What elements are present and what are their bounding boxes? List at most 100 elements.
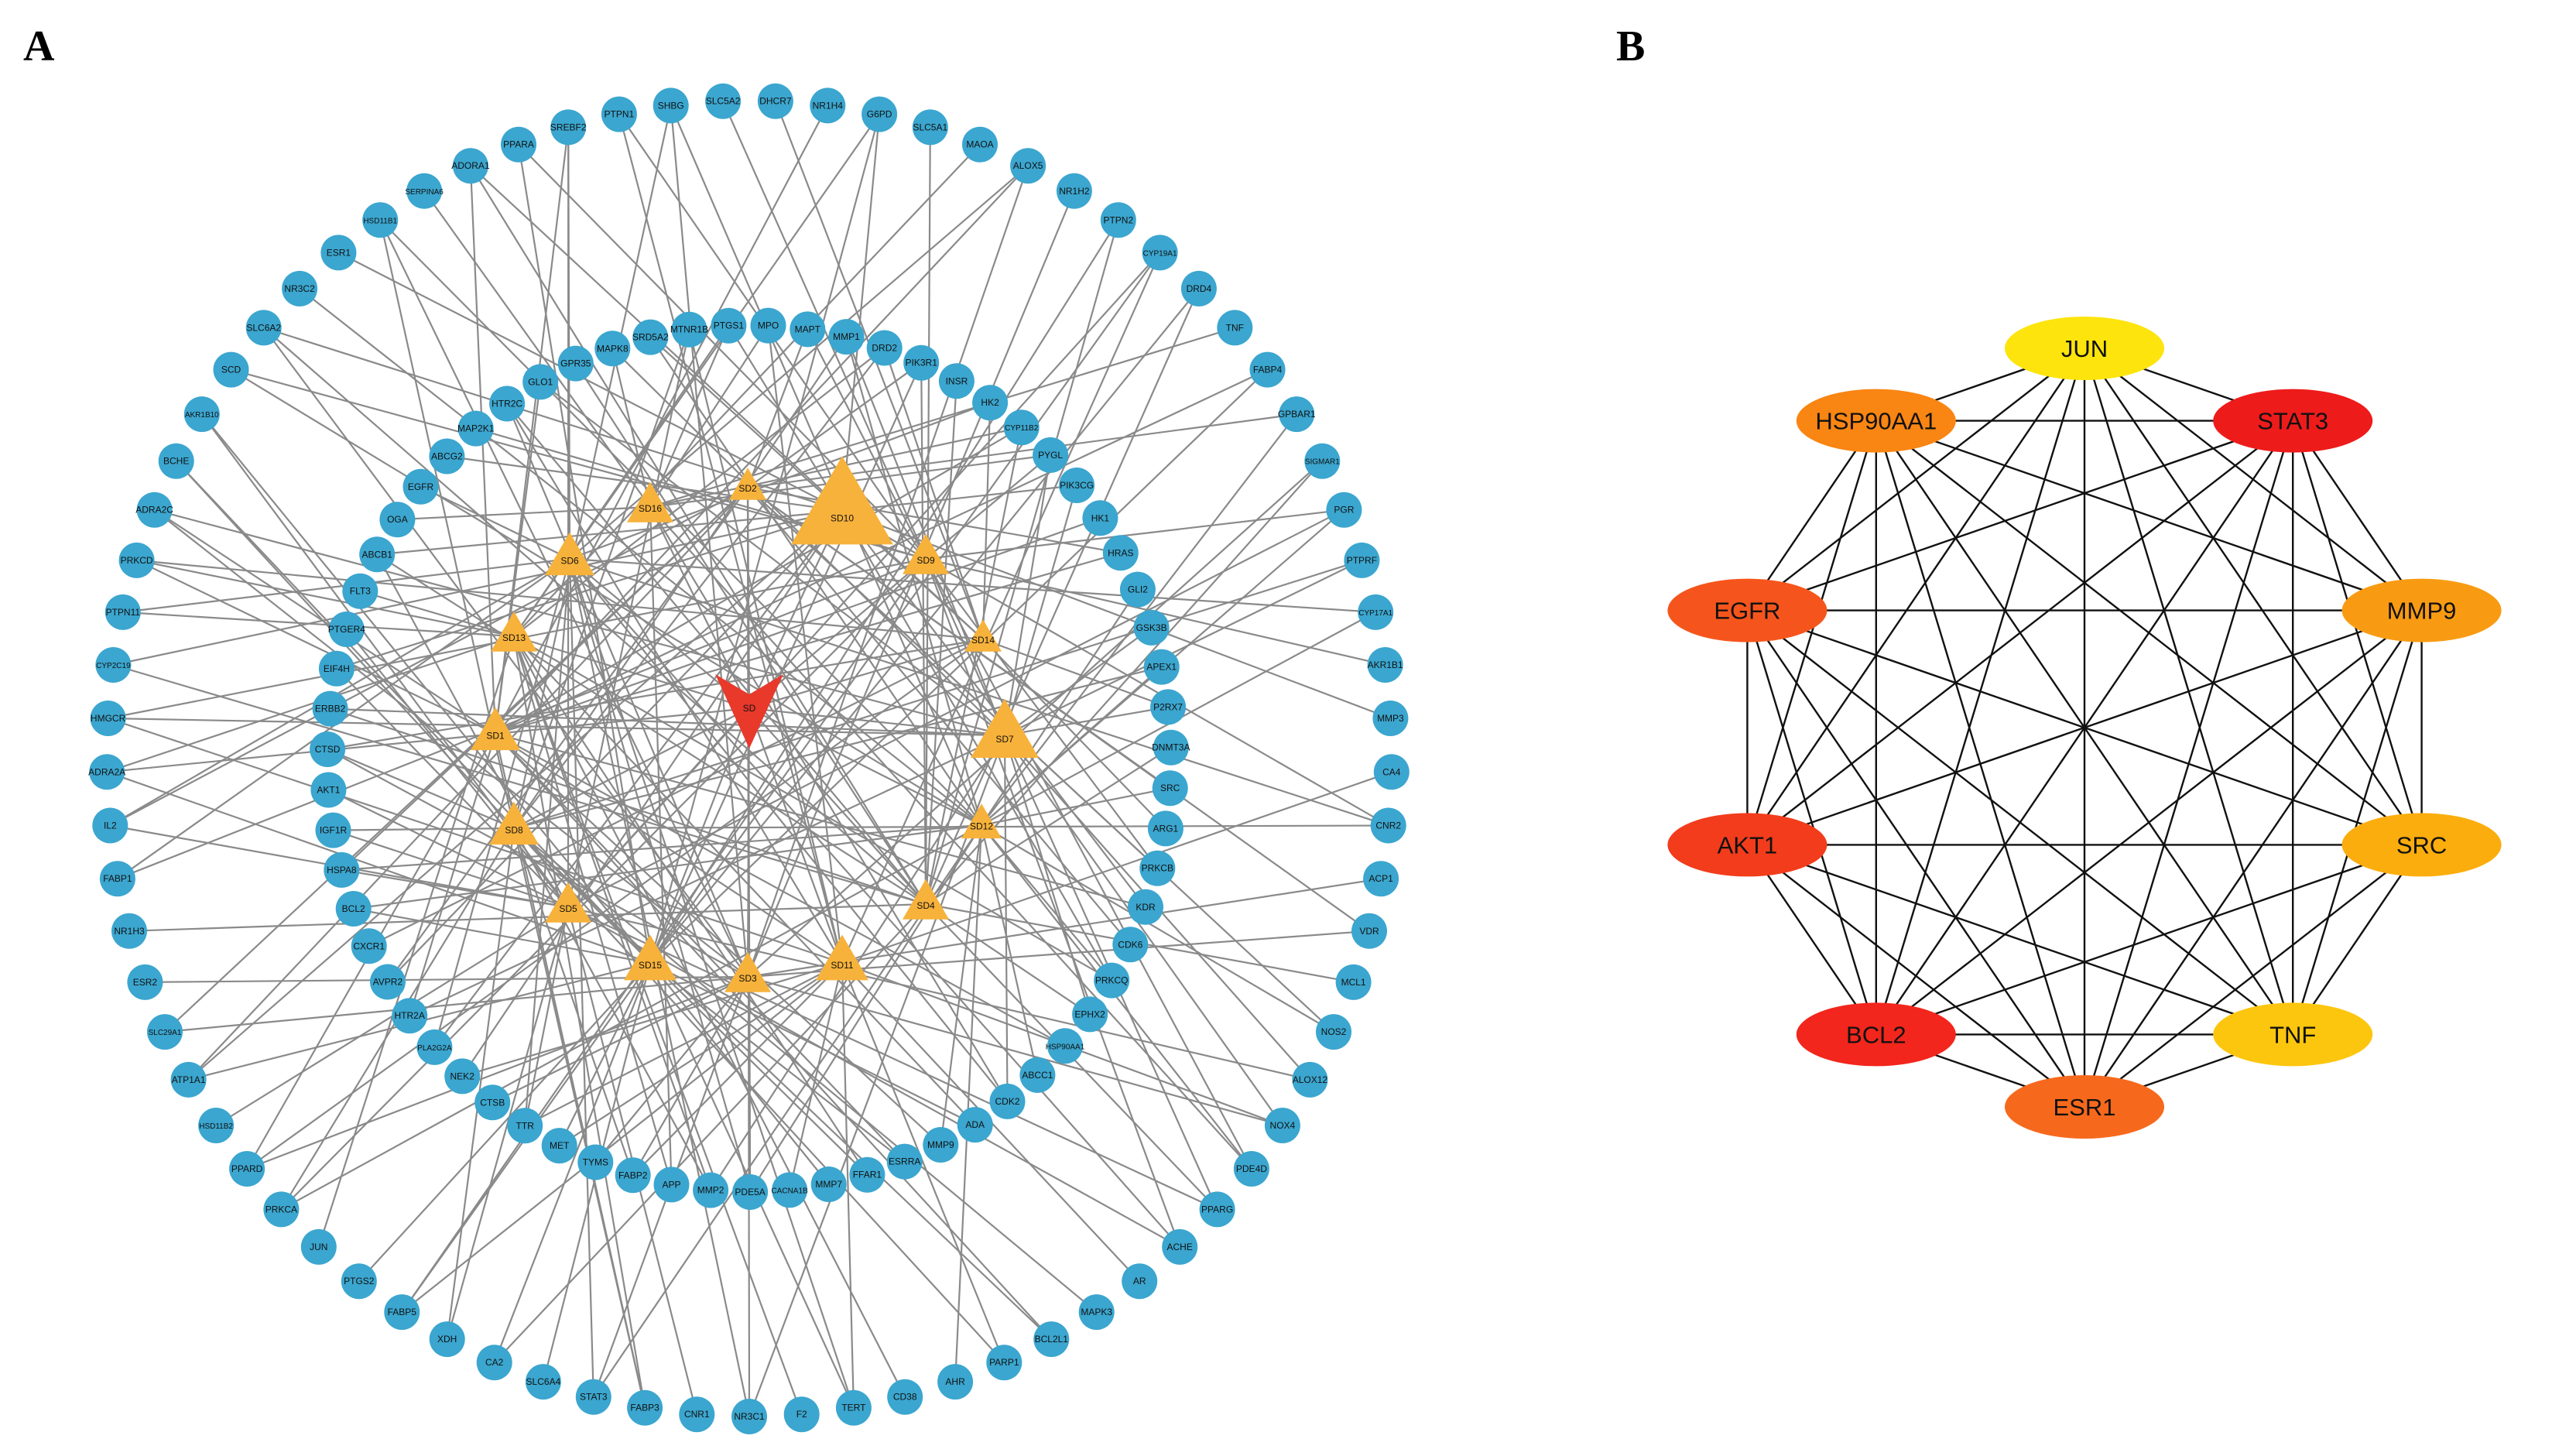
compound-target-edge — [940, 824, 983, 1146]
target-label: CYP11B2 — [1005, 424, 1039, 433]
compound-target-edge — [113, 663, 927, 906]
compound-target-edge — [433, 558, 571, 1048]
target-label: ABCG2 — [431, 451, 463, 462]
target-label: SLC6A2 — [246, 322, 281, 333]
compound-target-edge — [569, 558, 1181, 1248]
target-label: PTPRF — [1347, 555, 1377, 566]
target-label: GPBAR1 — [1278, 409, 1316, 420]
compound-target-edge — [618, 114, 844, 964]
target-node-tyms: TYMS — [577, 1144, 614, 1180]
target-label: MCL1 — [1341, 977, 1366, 988]
compound-node-sd13: SD13 — [491, 611, 537, 652]
compound-target-edge — [495, 517, 1101, 735]
compound-target-edge — [981, 588, 1139, 826]
target-node-bcl2: BCL2 — [335, 891, 372, 927]
compound-target-edge — [841, 484, 1077, 512]
target-label: PRKCB — [1142, 863, 1173, 874]
compound-target-edge — [327, 638, 984, 751]
target-node-mapt: MAPT — [790, 311, 826, 348]
compound-target-edge — [423, 190, 651, 508]
compound-label: SD5 — [559, 903, 577, 914]
ppi-node-jun: JUN — [2005, 317, 2164, 380]
target-label: PRKCQ — [1095, 975, 1129, 986]
compound-node-sd5: SD5 — [545, 882, 591, 923]
compound-target-edge — [574, 363, 927, 905]
target-node-alox12: ALOX12 — [1292, 1061, 1327, 1098]
ppi-edge — [1875, 844, 2422, 1036]
ppi-network: JUNSTAT3MMP9SRCTNFESR1BCL2AKT1EGFRHSP90A… — [1667, 317, 2502, 1139]
ppi-edge — [1746, 420, 1877, 612]
compound-target-edge — [841, 114, 881, 512]
ppi-edge — [1747, 420, 2293, 612]
compound-target-edge — [559, 962, 843, 1147]
compound-target-edge — [845, 336, 983, 826]
compound-target-edge — [569, 402, 991, 560]
target-node-abcg2: ABCG2 — [429, 438, 465, 474]
target-label: ADORA1 — [451, 160, 490, 171]
ppi-node-akt1: AKT1 — [1667, 813, 1828, 877]
compound-label: SD11 — [831, 960, 853, 971]
target-label: NR1H4 — [813, 100, 844, 111]
target-label: HK1 — [1091, 512, 1110, 523]
compound-label: SD2 — [738, 483, 757, 494]
compound-target-edge — [512, 827, 634, 1176]
ppi-edge — [1747, 844, 2293, 1036]
target-node-nek2: NEK2 — [444, 1058, 481, 1095]
compound-target-edge — [495, 733, 906, 1163]
compound-target-edge — [524, 962, 843, 1127]
compound-target-edge — [981, 824, 1113, 982]
target-label: STAT3 — [580, 1392, 608, 1403]
target-node-prkcd: PRKCD — [118, 542, 155, 578]
compound-target-edge — [358, 962, 651, 1282]
target-node-hk1: HK1 — [1082, 500, 1118, 536]
target-label: HK2 — [981, 397, 999, 408]
compound-target-edge — [513, 325, 730, 637]
compound-target-edge — [109, 558, 570, 827]
compound-target-edge — [495, 368, 1268, 735]
target-node-gli2: GLI2 — [1119, 571, 1156, 608]
compound-target-edge — [409, 735, 1005, 1017]
target-node-bche: BCHE — [158, 443, 194, 479]
compound-node-sd3: SD3 — [724, 951, 771, 992]
ppi-edge — [1746, 844, 1877, 1036]
target-label: FABP5 — [388, 1307, 417, 1317]
compound-target-edge — [925, 903, 1091, 1016]
target-node-akt1: AKT1 — [310, 772, 347, 808]
target-label: GSK3B — [1136, 622, 1167, 633]
compound-target-edge — [512, 827, 646, 1408]
compound-target-edge — [1003, 735, 1009, 1101]
compound-target-edge — [924, 127, 931, 905]
compound-node-sd2: SD2 — [729, 468, 766, 500]
target-node-fabp4: FABP4 — [1249, 351, 1286, 388]
compound-target-edge — [341, 487, 748, 871]
compound-target-edge — [1004, 627, 1153, 736]
target-label: ACHE — [1167, 1242, 1193, 1252]
target-label: PRKCA — [265, 1204, 297, 1214]
target-node-ca4: CA4 — [1373, 754, 1410, 790]
target-node-ptger4: PTGER4 — [328, 612, 365, 647]
ppi-edge — [1746, 348, 2085, 846]
target-node-app: APP — [653, 1167, 690, 1203]
target-label: PTGER4 — [328, 624, 365, 635]
target-node-esrra: ESRRA — [886, 1143, 923, 1180]
target-label: ACP1 — [1368, 873, 1393, 884]
ppi-node-mmp9: MMP9 — [2341, 578, 2502, 642]
target-node-tnf: TNF — [1217, 310, 1253, 346]
compound-target-edge — [920, 362, 927, 905]
target-node-adora1: ADORA1 — [451, 148, 490, 184]
target-node-ctsb: CTSB — [474, 1084, 511, 1121]
target-label: GLO1 — [528, 376, 553, 387]
target-label: ARG1 — [1153, 823, 1179, 834]
compound-label: SD6 — [560, 556, 579, 567]
compound-target-edge — [513, 143, 981, 637]
compound-target-edge — [567, 906, 1218, 1211]
compound-target-edge — [924, 427, 1023, 905]
target-node-map2k1: MAP2K1 — [457, 410, 495, 447]
compound-node-sd6: SD6 — [545, 532, 594, 576]
target-node-cnr1: CNR1 — [679, 1396, 715, 1433]
target-label: APP — [662, 1179, 680, 1190]
target-node-apex1: APEX1 — [1143, 649, 1180, 685]
compound-label: SD3 — [738, 973, 757, 984]
compound-target-edge — [747, 975, 1283, 1127]
compound-target-edge — [649, 962, 976, 1126]
